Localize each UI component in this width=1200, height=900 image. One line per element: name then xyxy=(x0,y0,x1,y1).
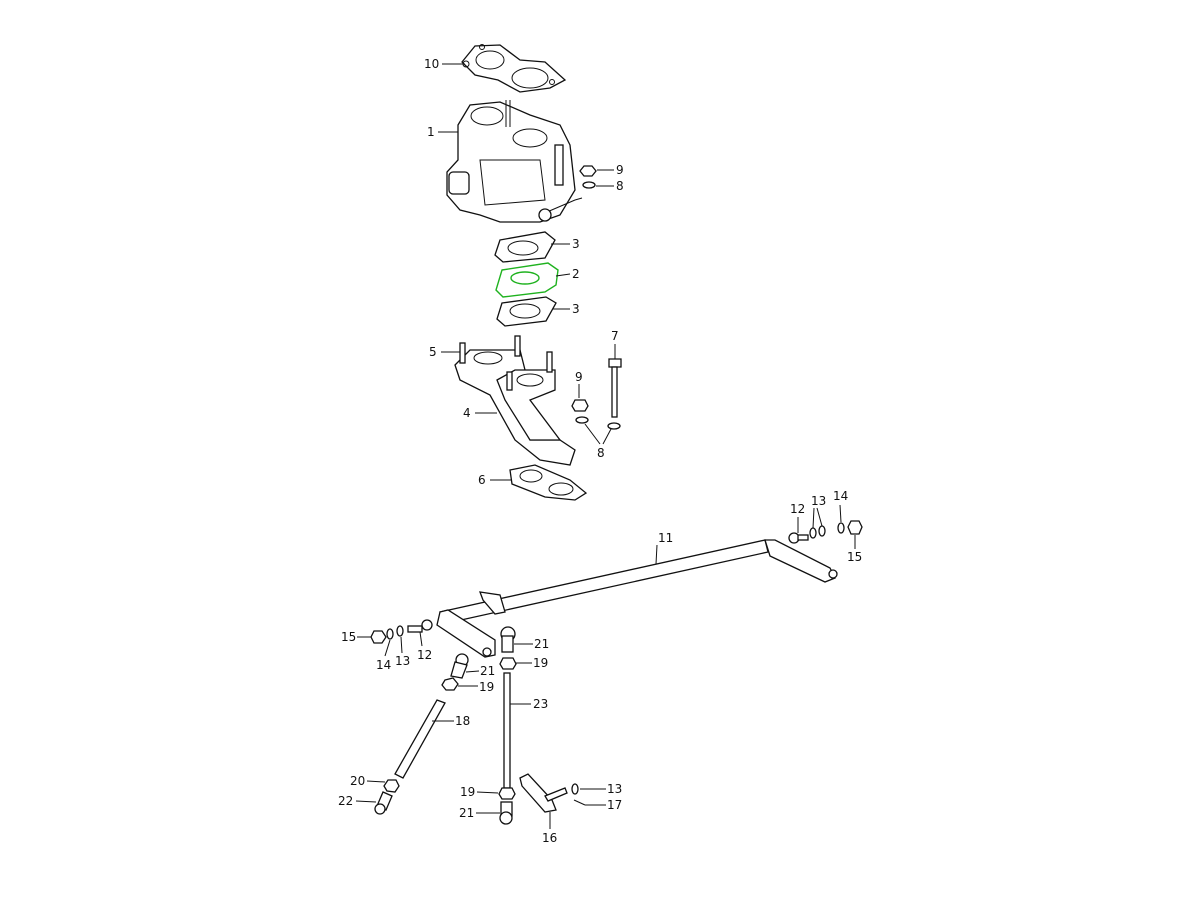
callout-13-right: 13 xyxy=(811,494,826,508)
callout-22: 22 xyxy=(338,794,353,808)
callout-16: 16 xyxy=(542,831,557,845)
callout-14-right: 14 xyxy=(833,489,848,503)
part-3-gasket-lower[interactable] xyxy=(496,296,557,327)
part-13-washer-bottom[interactable] xyxy=(571,783,579,795)
part-9-nut[interactable] xyxy=(579,165,597,177)
part-3-gasket-upper[interactable] xyxy=(494,231,556,263)
callout-21-left: 21 xyxy=(480,664,495,678)
part-14-washer-left[interactable] xyxy=(386,628,394,640)
callout-2: 2 xyxy=(572,267,580,281)
callout-4: 4 xyxy=(463,406,471,420)
part-13-washer-left[interactable] xyxy=(396,625,404,637)
part-21-ball-socket[interactable] xyxy=(500,626,516,653)
callout-21: 21 xyxy=(534,637,549,651)
part-13-washers-right[interactable] xyxy=(809,525,826,539)
part-21-ball-socket-bottom[interactable] xyxy=(499,801,513,825)
callout-20: 20 xyxy=(350,774,365,788)
callout-21-bottom: 21 xyxy=(459,806,474,820)
callout-19-bottom: 19 xyxy=(460,785,475,799)
part-19-nut-bottom[interactable] xyxy=(498,787,516,800)
part-4-intake-manifold[interactable] xyxy=(454,349,576,466)
part-20-nut[interactable] xyxy=(383,779,400,793)
part-16-lever[interactable] xyxy=(519,773,568,813)
callout-17: 17 xyxy=(607,798,622,812)
part-22-ball-socket[interactable] xyxy=(374,791,393,815)
part-11-cross-shaft[interactable] xyxy=(436,539,838,658)
part-17-cotter-pin[interactable] xyxy=(573,799,586,806)
callout-7: 7 xyxy=(611,329,619,343)
callout-6: 6 xyxy=(478,473,486,487)
callout-9: 9 xyxy=(616,163,624,177)
part-15-nut-right[interactable] xyxy=(847,520,863,535)
part-15-nut-left[interactable] xyxy=(370,630,387,644)
callout-5: 5 xyxy=(429,345,437,359)
callout-8-lower: 8 xyxy=(597,446,605,460)
part-2-insulator-highlighted[interactable] xyxy=(495,262,559,298)
callout-18: 18 xyxy=(455,714,470,728)
part-8-washers-lower[interactable] xyxy=(575,416,621,430)
callout-13-left: 13 xyxy=(395,654,410,668)
callout-15-right: 15 xyxy=(847,550,862,564)
part-23-rod[interactable] xyxy=(503,672,511,789)
callout-23: 23 xyxy=(533,697,548,711)
part-19-nut-left[interactable] xyxy=(441,677,459,691)
callout-14-left: 14 xyxy=(376,658,391,672)
callout-12-right: 12 xyxy=(790,502,805,516)
callout-15-left: 15 xyxy=(341,630,356,644)
leader-lines xyxy=(355,63,856,829)
part-1-carburetor[interactable] xyxy=(446,100,583,223)
part-14-washer-right[interactable] xyxy=(837,522,845,534)
part-9-nut-lower[interactable] xyxy=(571,399,589,412)
callout-12-left: 12 xyxy=(417,648,432,662)
part-12-ball-stud-right[interactable] xyxy=(788,532,809,544)
callout-19: 19 xyxy=(533,656,548,670)
callout-13-bottom: 13 xyxy=(607,782,622,796)
part-7-bolt[interactable] xyxy=(608,358,622,418)
part-18-adjusting-rod[interactable] xyxy=(394,699,446,779)
callout-10: 10 xyxy=(424,57,439,71)
part-8-washer[interactable] xyxy=(582,181,596,189)
callouts: 10 1 9 8 3 2 3 5 7 9 4 8 6 11 12 13 14 1… xyxy=(338,57,862,845)
callout-1: 1 xyxy=(427,125,435,139)
callout-19-left: 19 xyxy=(479,680,494,694)
callout-9-lower: 9 xyxy=(575,370,583,384)
part-12-ball-stud-left[interactable] xyxy=(407,619,433,633)
part-10-top-gasket[interactable] xyxy=(461,44,567,93)
callout-3: 3 xyxy=(572,237,580,251)
part-6-gasket[interactable] xyxy=(509,464,588,501)
callout-11: 11 xyxy=(658,531,673,545)
callout-3-lower: 3 xyxy=(572,302,580,316)
part-21-ball-socket-left[interactable] xyxy=(450,653,469,679)
part-5-studs[interactable] xyxy=(459,335,553,391)
callout-8: 8 xyxy=(616,179,624,193)
part-19-nut[interactable] xyxy=(499,657,517,670)
